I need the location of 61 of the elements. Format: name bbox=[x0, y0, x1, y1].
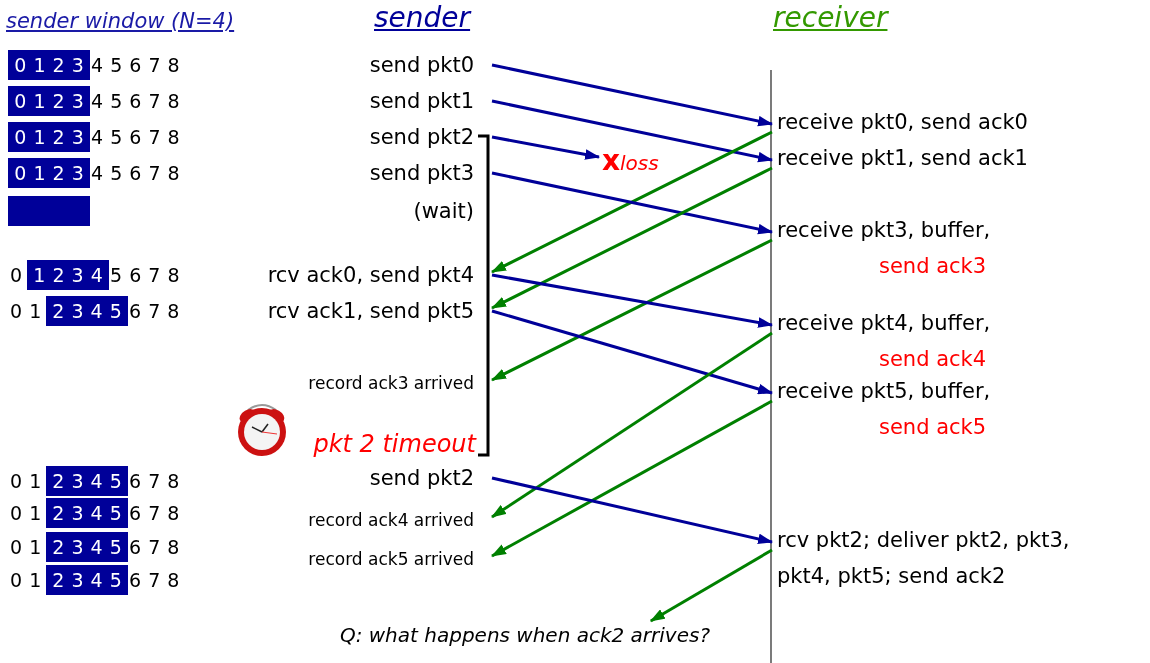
window-highlight: 2 3 4 5 bbox=[46, 296, 128, 326]
window-highlight: 0 1 2 3 bbox=[8, 50, 90, 80]
sender-event: send pkt2 bbox=[196, 122, 492, 152]
arrow bbox=[491, 399, 773, 558]
arrow bbox=[491, 476, 774, 545]
sequence-numbers: 6 7 8 bbox=[129, 501, 181, 526]
column-heading: receiver bbox=[773, 0, 890, 36]
sender-event: send pkt1 bbox=[196, 86, 492, 116]
sequence-numbers: 4 5 6 7 8 bbox=[91, 89, 181, 114]
column-heading: sender bbox=[374, 0, 473, 36]
window-highlight: 2 3 4 5 bbox=[46, 498, 128, 528]
sender-event: record ack4 arrived bbox=[196, 505, 492, 535]
timeout-label: pkt 2 timeout bbox=[312, 429, 476, 460]
loss-marker: xloss bbox=[600, 146, 680, 176]
arrow bbox=[491, 273, 774, 328]
window-highlight: 0 1 2 3 bbox=[8, 86, 90, 116]
sender-event: send pkt0 bbox=[196, 50, 492, 80]
arrow bbox=[491, 171, 774, 235]
sequence-numbers: 6 7 8 bbox=[129, 469, 181, 494]
arrow bbox=[491, 166, 773, 310]
sequence-numbers: 4 5 6 7 8 bbox=[91, 125, 181, 150]
receiver-event: rcv pkt2; deliver pkt2, pkt3, pkt4, pkt5; send ack2 bbox=[773, 522, 1083, 594]
sequence-numbers: 6 7 8 bbox=[129, 535, 181, 560]
sender-event: rcv ack0, send pkt4 bbox=[196, 260, 492, 290]
question-text: Q: what happens when ack2 arrives? bbox=[292, 621, 758, 649]
arrow bbox=[491, 331, 773, 519]
sender-event: send pkt3 bbox=[196, 158, 492, 188]
sequence-numbers: 4 5 6 7 8 bbox=[91, 161, 181, 186]
sequence-numbers: 0 1 bbox=[10, 568, 43, 593]
sender-event: record ack3 arrived bbox=[196, 368, 492, 398]
sequence-numbers: 4 5 6 7 8 bbox=[91, 53, 181, 78]
sequence-numbers: 6 7 8 bbox=[129, 299, 181, 324]
arrow bbox=[491, 99, 774, 163]
receiver-event: receive pkt0, send ack0 bbox=[773, 104, 1149, 140]
window-highlight bbox=[8, 196, 90, 226]
sequence-numbers: 0 bbox=[10, 263, 24, 288]
sequence-numbers: 6 7 8 bbox=[129, 568, 181, 593]
arrow bbox=[491, 135, 601, 160]
sequence-numbers: 0 1 bbox=[10, 469, 43, 494]
window-highlight: 0 1 2 3 bbox=[8, 158, 90, 188]
sequence-numbers: 5 6 7 8 bbox=[110, 263, 181, 288]
wait-note: (wait) bbox=[412, 198, 474, 225]
sender-event: record ack5 arrived bbox=[196, 544, 492, 574]
sender-event: rcv ack1, send pkt5 bbox=[196, 296, 492, 326]
window-highlight: 2 3 4 5 bbox=[46, 565, 128, 595]
receiver-event: receive pkt1, send ack1 bbox=[773, 140, 1149, 176]
sequence-numbers: 0 1 bbox=[10, 535, 43, 560]
arrow bbox=[649, 548, 773, 623]
window-highlight: 1 2 3 4 bbox=[27, 260, 109, 290]
window-highlight: 2 3 4 5 bbox=[46, 532, 128, 562]
arrow bbox=[491, 130, 773, 274]
sequence-numbers: 0 1 bbox=[10, 501, 43, 526]
receiver-event: receive pkt3, buffer, send ack3 bbox=[773, 212, 1149, 284]
window-highlight: 0 1 2 3 bbox=[8, 122, 90, 152]
arrow bbox=[491, 63, 774, 127]
sequence-numbers: 0 1 bbox=[10, 299, 43, 324]
arrow bbox=[491, 238, 773, 382]
arrow bbox=[491, 309, 774, 395]
diagram-heading: sender window (N=4) bbox=[6, 8, 236, 35]
window-highlight: 2 3 4 5 bbox=[46, 466, 128, 496]
sender-event: send pkt2 bbox=[196, 463, 492, 493]
